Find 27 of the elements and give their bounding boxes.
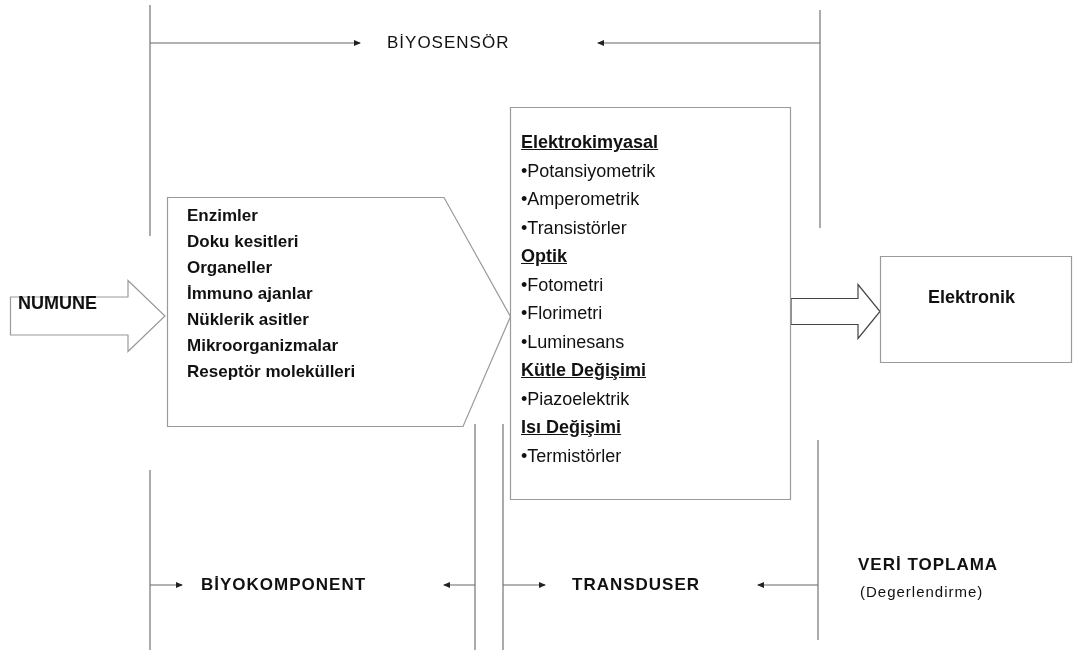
list-item: •Florimetri (521, 303, 603, 325)
list-item: İmmuno ajanlar (187, 283, 313, 304)
list-item: •Potansiyometrik (521, 160, 656, 182)
list-item: Mikroorganizmalar (187, 335, 339, 356)
list-item: Enzimler (187, 205, 258, 226)
list-item: •Fotometri (521, 274, 604, 296)
category-heading: Isı Değişimi (521, 417, 622, 439)
stage-label: VERİ TOPLAMA (858, 555, 999, 575)
list-item: •Piazoelektrik (521, 388, 630, 410)
list-item: •Termistörler (521, 445, 622, 467)
bracket-label: BİYOSENSÖR (387, 33, 510, 53)
list-item: •Transistörler (521, 217, 627, 239)
note-text: (Degerlendirme) (860, 583, 984, 600)
list-item: •Luminesans (521, 331, 625, 353)
list-item: •Amperometrik (521, 189, 640, 211)
list-item: Nüklerik asitler (187, 309, 309, 330)
list-item: Organeller (187, 257, 273, 278)
list-item: Reseptör molekülleri (187, 361, 356, 382)
list-item: Doku kesitleri (187, 231, 299, 252)
category-heading: Optik (521, 246, 567, 268)
bracket-label: TRANSDUSER (572, 575, 701, 595)
block-arrow (790, 282, 881, 341)
category-heading: Kütle Değişimi (521, 360, 647, 382)
node-label: NUMUNE (18, 293, 97, 315)
node-label: Elektronik (928, 287, 1016, 309)
category-heading: Elektrokimyasal (521, 132, 659, 154)
bracket-label: BİYOKOMPONENT (201, 575, 367, 595)
